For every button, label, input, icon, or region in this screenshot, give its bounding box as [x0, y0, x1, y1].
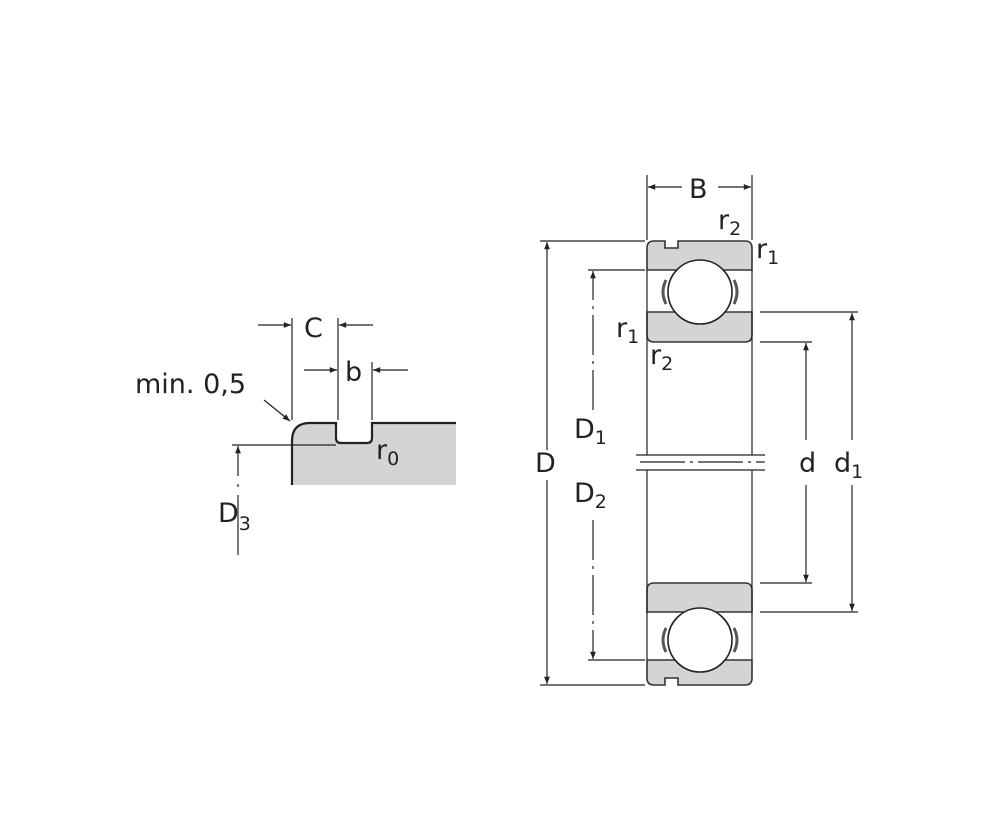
- label-D3: D3: [218, 498, 251, 535]
- groove-detail: C b min. 0,5 r0 D3: [135, 313, 456, 555]
- label-r2-inner: r2: [650, 340, 673, 375]
- ring-section: [292, 423, 456, 485]
- label-r1-inner: r1: [616, 313, 639, 348]
- label-d: d: [799, 448, 816, 479]
- label-b: b: [345, 357, 362, 388]
- label-r1-top: r1: [756, 234, 779, 269]
- label-r2-top: r2: [718, 205, 741, 240]
- label-C: C: [304, 313, 323, 344]
- label-D1: D1: [574, 414, 607, 449]
- label-D2: D2: [574, 478, 607, 513]
- label-r0: r0: [376, 435, 399, 470]
- label-min: min. 0,5: [135, 369, 246, 400]
- label-B: B: [689, 174, 708, 205]
- ball-top: [667, 259, 733, 325]
- outer-ring-top: [646, 240, 753, 271]
- label-D: D: [535, 448, 556, 479]
- label-d1: d1: [834, 448, 863, 483]
- bearing-section: B r2 r1 r1 r2 D D1 D2 d d1: [535, 174, 863, 686]
- ball-bottom: [667, 607, 733, 673]
